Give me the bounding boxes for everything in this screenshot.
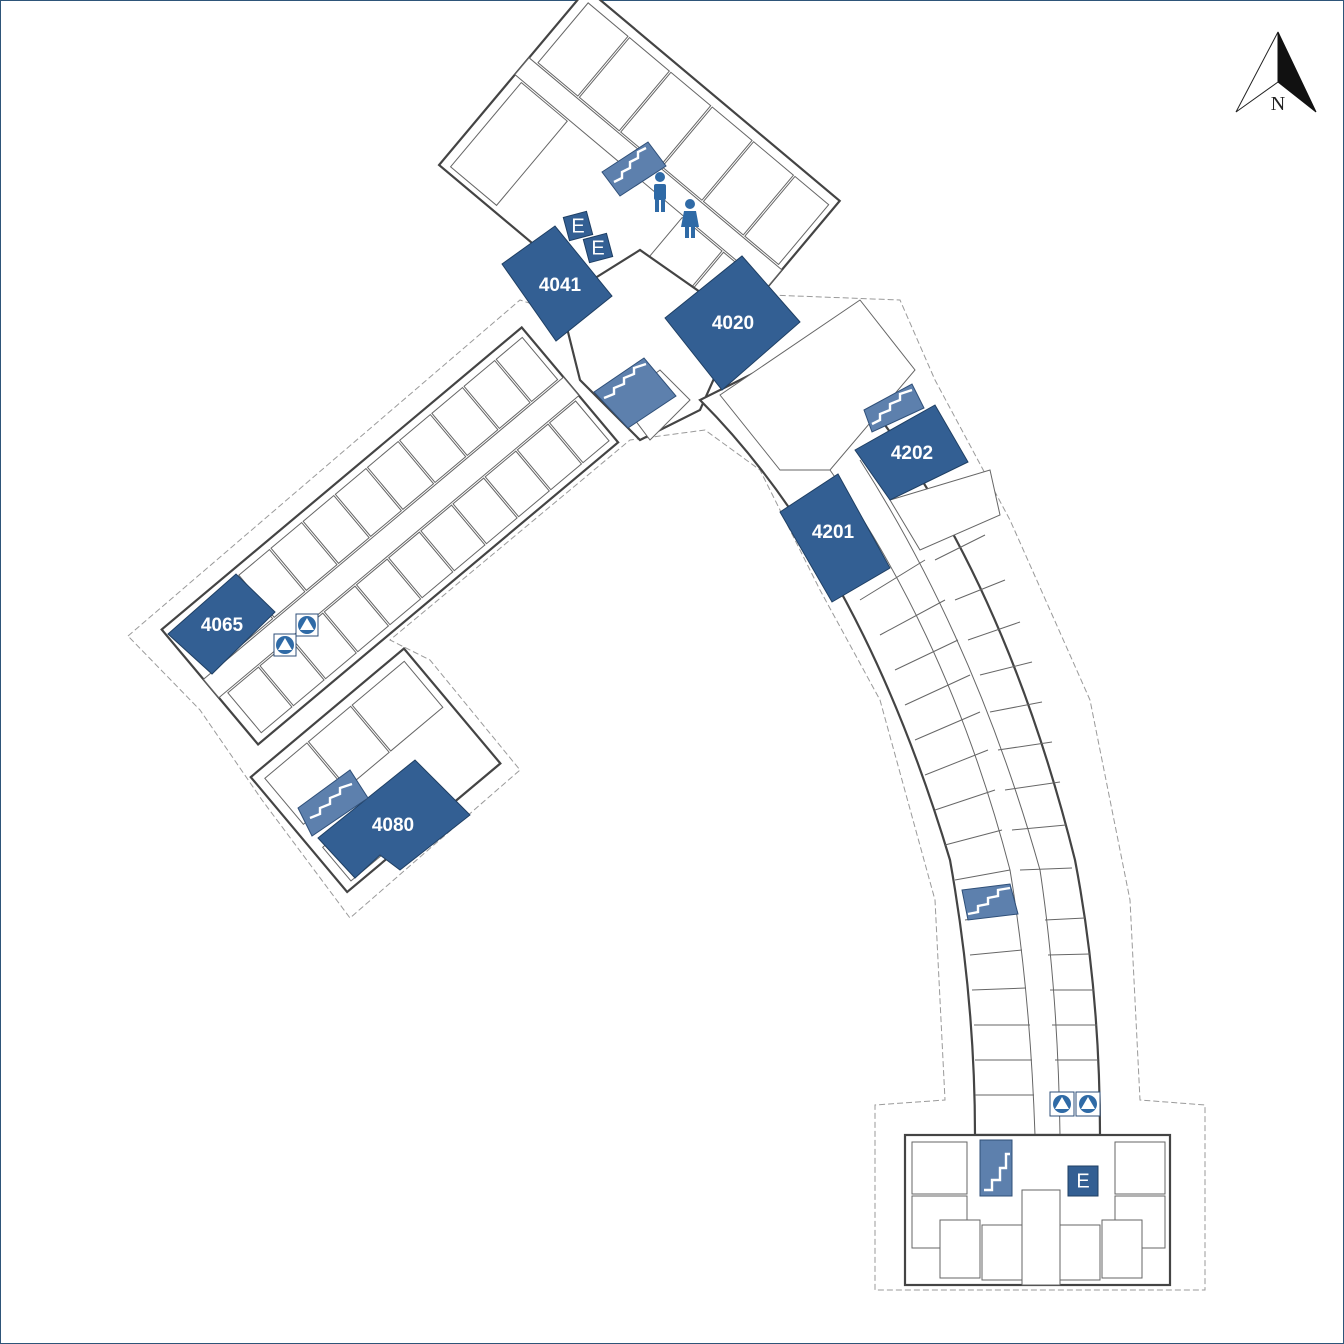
room-4080-label: 4080 bbox=[372, 815, 414, 836]
elevator-icon: E bbox=[1067, 1165, 1099, 1197]
stairs-icon bbox=[863, 383, 925, 433]
room-4020-label: 4020 bbox=[712, 313, 754, 334]
stairs-icon bbox=[297, 769, 369, 837]
curved-east-wing bbox=[698, 299, 1102, 1137]
elevator-label: E bbox=[1076, 1170, 1089, 1192]
elevator-label: E bbox=[571, 215, 584, 237]
elevator-label: E bbox=[591, 237, 604, 259]
room-4201-label: 4201 bbox=[812, 522, 855, 543]
emergency-icon bbox=[273, 633, 297, 657]
emergency-icon bbox=[295, 613, 319, 637]
room-4080[interactable]: 4080 bbox=[317, 759, 471, 879]
elevator-icon: E bbox=[582, 232, 614, 264]
mens-restroom-icon bbox=[654, 172, 666, 212]
room-4201[interactable]: 4201 bbox=[779, 473, 891, 603]
stairs-icon bbox=[601, 141, 667, 197]
stairs-icon bbox=[979, 1139, 1013, 1197]
north-letter: N bbox=[1271, 93, 1285, 115]
stairs-icon bbox=[961, 883, 1019, 921]
emergency-icon bbox=[1075, 1091, 1101, 1117]
elevator-icon: E bbox=[562, 210, 594, 242]
room-4202-label: 4202 bbox=[891, 443, 933, 464]
emergency-icon bbox=[1049, 1091, 1075, 1117]
site-outline bbox=[127, 289, 1206, 1291]
north-arrow-icon: N bbox=[1235, 31, 1317, 115]
room-4020[interactable]: 4020 bbox=[664, 255, 801, 391]
south-wing bbox=[903, 1133, 1172, 1287]
womens-restroom-icon bbox=[681, 199, 699, 238]
room-4065-label: 4065 bbox=[201, 615, 244, 636]
room-4041-label: 4041 bbox=[539, 275, 582, 296]
room-4065[interactable]: 4065 bbox=[167, 573, 276, 675]
room-4041[interactable]: 4041 bbox=[501, 225, 613, 342]
room-4202[interactable]: 4202 bbox=[854, 404, 969, 501]
stairs-icon bbox=[593, 357, 677, 429]
